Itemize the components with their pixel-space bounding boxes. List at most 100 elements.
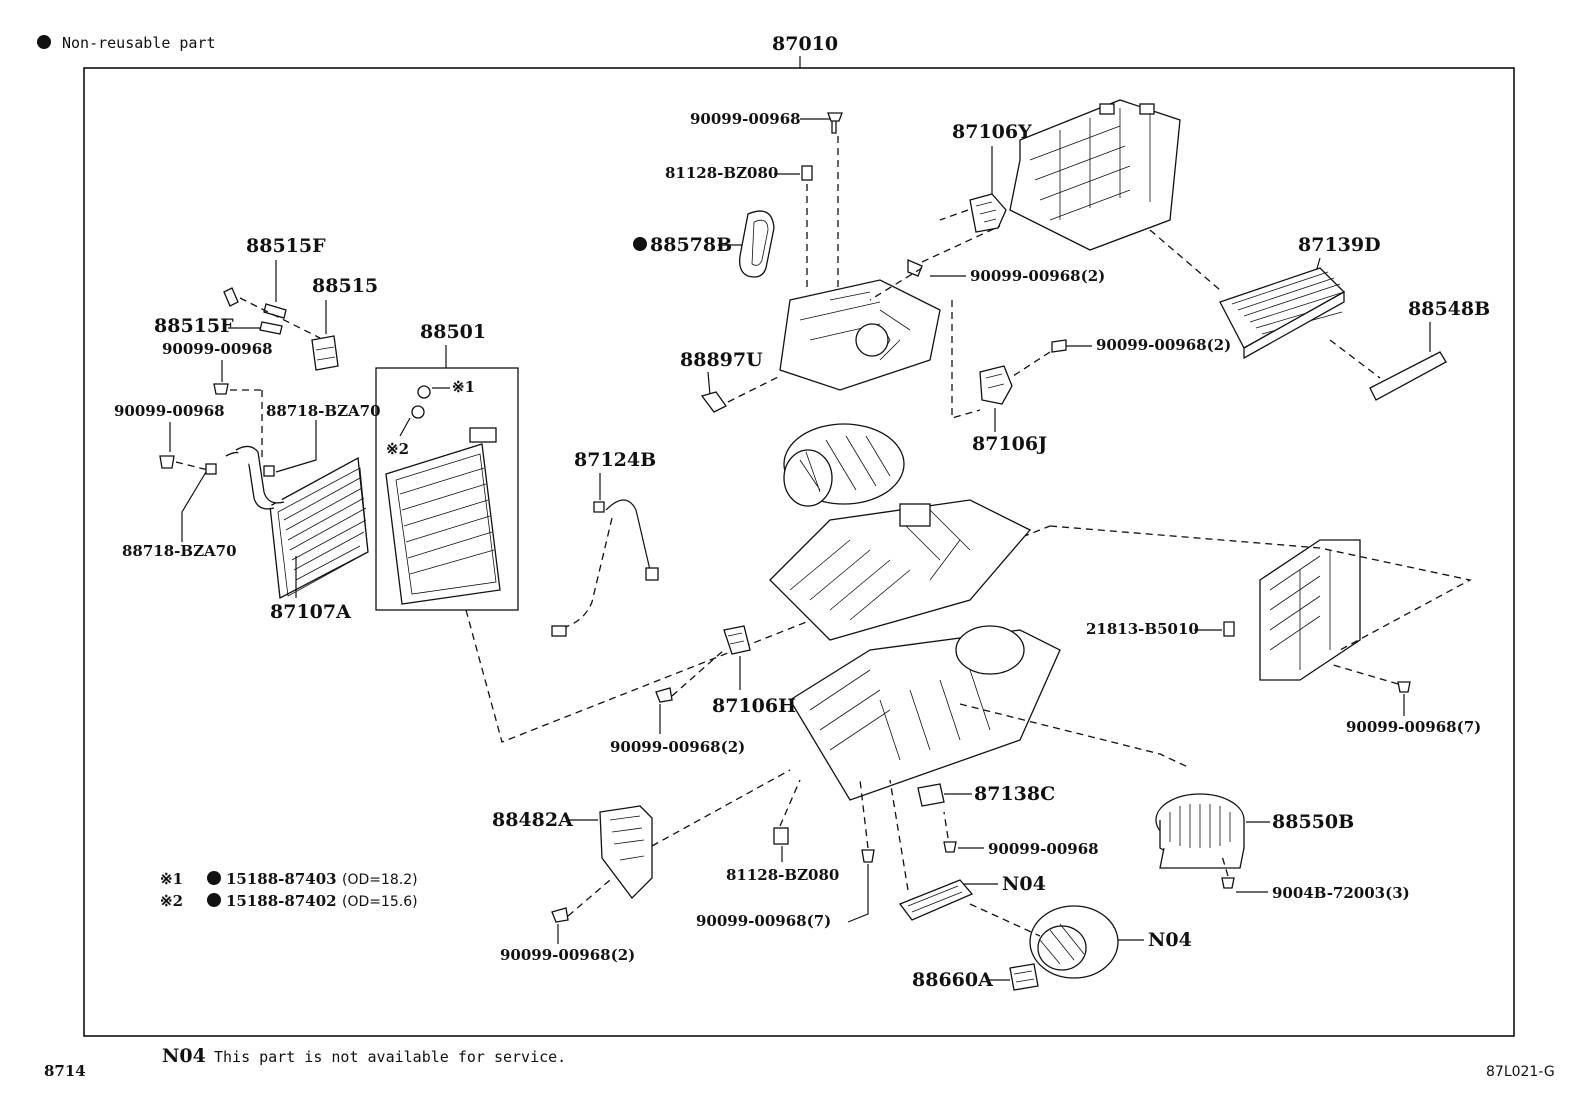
label-n04-b: N04 [1148,929,1192,951]
nut-icon [773,827,789,845]
label-88897u: 88897U [680,349,763,371]
screw-icon [213,383,229,395]
svg-text:(OD=15.6): (OD=15.6) [342,894,418,910]
svg-text:15188-87403: 15188-87403 [226,870,337,888]
label-87106h: 87106H [712,695,796,717]
screw-icon [1221,877,1235,889]
actuator-87106y-icon [969,193,1007,233]
label-88550b: 88550B [1272,811,1354,833]
screw-icon [861,849,875,863]
screw-icon [551,907,569,923]
screw-icon [1397,681,1411,693]
label-87106j: 87106J [972,433,1047,455]
label-90099-00968-top: 90099-00968 [690,110,801,128]
svg-text:※1: ※1 [160,870,183,888]
o-ring-1-icon [417,385,431,399]
label-n04-a: N04 [1002,873,1046,895]
label-88515f-top: 88515F [246,235,326,257]
label-90099-00968-7b: 90099-00968(7) [696,912,831,930]
n04-code: N04 [162,1045,206,1067]
label-87106y: 87106Y [952,121,1032,143]
duct-88482a [599,805,653,899]
label-90099-00968-2c: 90099-00968(2) [610,738,745,756]
label-90099-00968-mid: 90099-00968 [988,840,1099,858]
grommet-icon [205,463,217,475]
label-88515f-mid: 88515F [154,315,234,337]
lower-case [789,625,1061,801]
assembly-label: 87010 [772,33,838,55]
blower-motor-n04 [1029,905,1119,979]
gasket-icon [739,210,775,278]
label-9004b-72003: 9004B-72003(3) [1272,884,1410,902]
o-ring-2-icon [411,405,425,419]
evaporator-88501 [385,427,501,605]
heater-core-87107a [225,445,369,600]
seal-note-2: ※2 15188-87402 (OD=15.6) [160,892,418,910]
upper-case [779,279,941,391]
screw-icon [159,455,175,469]
actuator-87106j-icon [979,365,1013,405]
label-81128-bz080-top: 81128-BZ080 [665,164,778,182]
page-ref: 8714 [44,1062,86,1080]
clip-icon [1223,621,1235,637]
label-90099-00968-2d: 90099-00968(2) [500,946,635,964]
actuator-87106h-icon [723,625,751,655]
non-reusable-legend: Non-reusable part [62,34,216,52]
label-88578b: 88578B [650,234,732,256]
label-87138c: 87138C [974,783,1055,805]
label-87107a: 87107A [270,601,351,623]
screw-icon [907,259,923,277]
label-90099-00968-7a: 90099-00968(7) [1346,718,1481,736]
label-87139d: 87139D [1298,234,1381,256]
label-88515: 88515 [312,275,378,297]
label-90099-00968-2a: 90099-00968(2) [970,267,1105,285]
evaporator-box [375,367,519,611]
case-top-unit [1009,99,1181,251]
label-88501: 88501 [420,321,486,343]
assembly-frame [83,67,1515,1037]
resistor-n04-icon [898,879,974,921]
screw-icon [943,841,957,853]
center-case [769,499,1032,641]
non-reusable-bullet-icon [633,237,647,251]
blower-housing-upper [783,423,905,507]
sensor-87124b [593,501,605,513]
clip-icon [223,287,239,307]
label-81128-bz080-bot: 81128-BZ080 [726,866,839,884]
label-88718-bza70-b: 88718-BZA70 [122,542,237,560]
non-reusable-bullet-icon [207,871,221,885]
svg-text:※2: ※2 [160,892,183,910]
label-88482a: 88482A [492,809,573,831]
svg-text:(OD=18.2): (OD=18.2) [342,872,418,888]
filter-87139d [1219,267,1346,360]
duct-bracket [1259,539,1361,681]
mark-2: ※2 [386,440,409,458]
screw-icon [655,687,673,703]
label-88660a: 88660A [912,969,993,991]
n04-note: This part is not available for service. [214,1048,566,1066]
cover-88548b [1369,351,1447,401]
pipe-clamp-icon [259,321,283,335]
nut-icon [801,165,813,181]
label-88548b: 88548B [1408,298,1490,320]
actuator-88660a-icon [1009,963,1039,991]
seal-note-1: ※1 15188-87403 (OD=18.2) [160,870,418,888]
label-90099-00968-left2: 90099-00968 [114,402,225,420]
label-88718-bza70-a: 88718-BZA70 [266,402,381,420]
non-reusable-bullet-icon [37,35,51,49]
grommet-icon [263,465,275,477]
label-90099-00968-left1: 90099-00968 [162,340,273,358]
blower-fan-88550b [1155,793,1245,869]
screw-icon [1051,339,1067,353]
pipe-clamp-icon [263,303,287,319]
label-87124b: 87124B [574,449,656,471]
non-reusable-bullet-icon [207,893,221,907]
figure-ref: 87L021-G [1486,1064,1555,1080]
valve-88515-icon [311,335,339,371]
mark-1: ※1 [452,378,475,396]
sensor-87138c-icon [917,783,945,807]
label-21813-b5010: 21813-B5010 [1086,620,1199,638]
svg-text:15188-87402: 15188-87402 [226,892,337,910]
clip-icon [827,112,843,134]
